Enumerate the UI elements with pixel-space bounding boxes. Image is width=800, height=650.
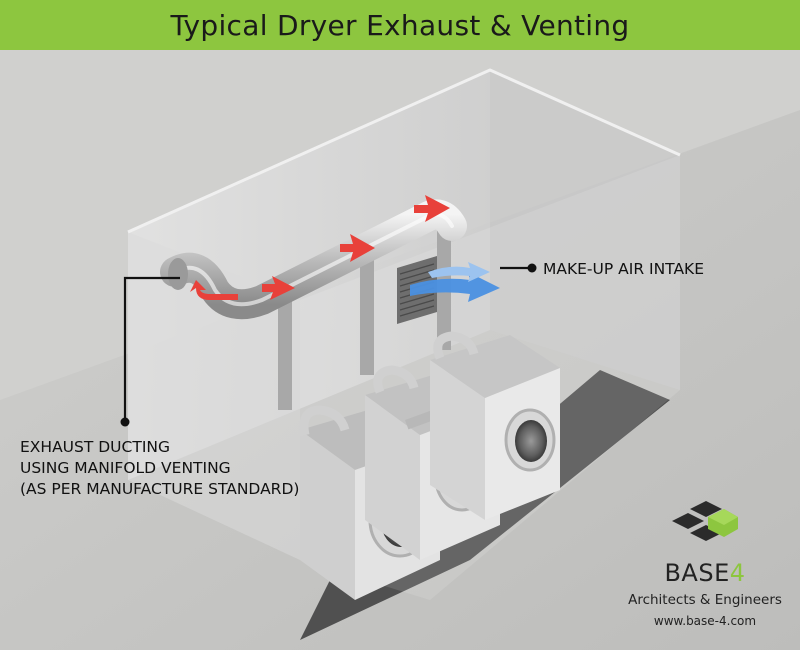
exhaust-label-line-3: (AS PER MANUFACTURE STANDARD) bbox=[20, 480, 300, 498]
dryer-venting-illustration bbox=[0, 50, 800, 650]
makeup-air-label: MAKE-UP AIR INTAKE bbox=[543, 260, 705, 278]
riser-2 bbox=[360, 255, 374, 375]
title-banner: Typical Dryer Exhaust & Venting bbox=[0, 0, 800, 50]
base4-logo-icon bbox=[672, 501, 738, 541]
back-right-wall bbox=[490, 70, 680, 390]
exhaust-flow-arrows bbox=[190, 195, 450, 300]
exhaust-callout-leader bbox=[123, 276, 180, 420]
page-title: Typical Dryer Exhaust & Venting bbox=[170, 8, 630, 42]
exhaust-label-line-1: EXHAUST DUCTING bbox=[20, 438, 170, 456]
exhaust-callout-dot bbox=[120, 417, 130, 427]
laundry-stack-3 bbox=[430, 331, 560, 520]
brand-tagline: Architects & Engineers bbox=[628, 592, 782, 608]
intake-flow-arrows bbox=[410, 262, 500, 302]
exhaust-ducting-label: EXHAUST DUCTING USING MANIFOLD VENTING (… bbox=[20, 437, 299, 500]
brand-name: BASE4 bbox=[664, 559, 746, 587]
brand-url: www.base-4.com bbox=[653, 614, 757, 628]
wall-penetration bbox=[168, 258, 188, 290]
makeup-callout-dot bbox=[527, 263, 537, 273]
exhaust-label-line-2: USING MANIFOLD VENTING bbox=[20, 459, 231, 477]
brand-block: BASE4 Architects & Engineers www.base-4.… bbox=[610, 495, 800, 628]
riser-1 bbox=[278, 300, 292, 410]
